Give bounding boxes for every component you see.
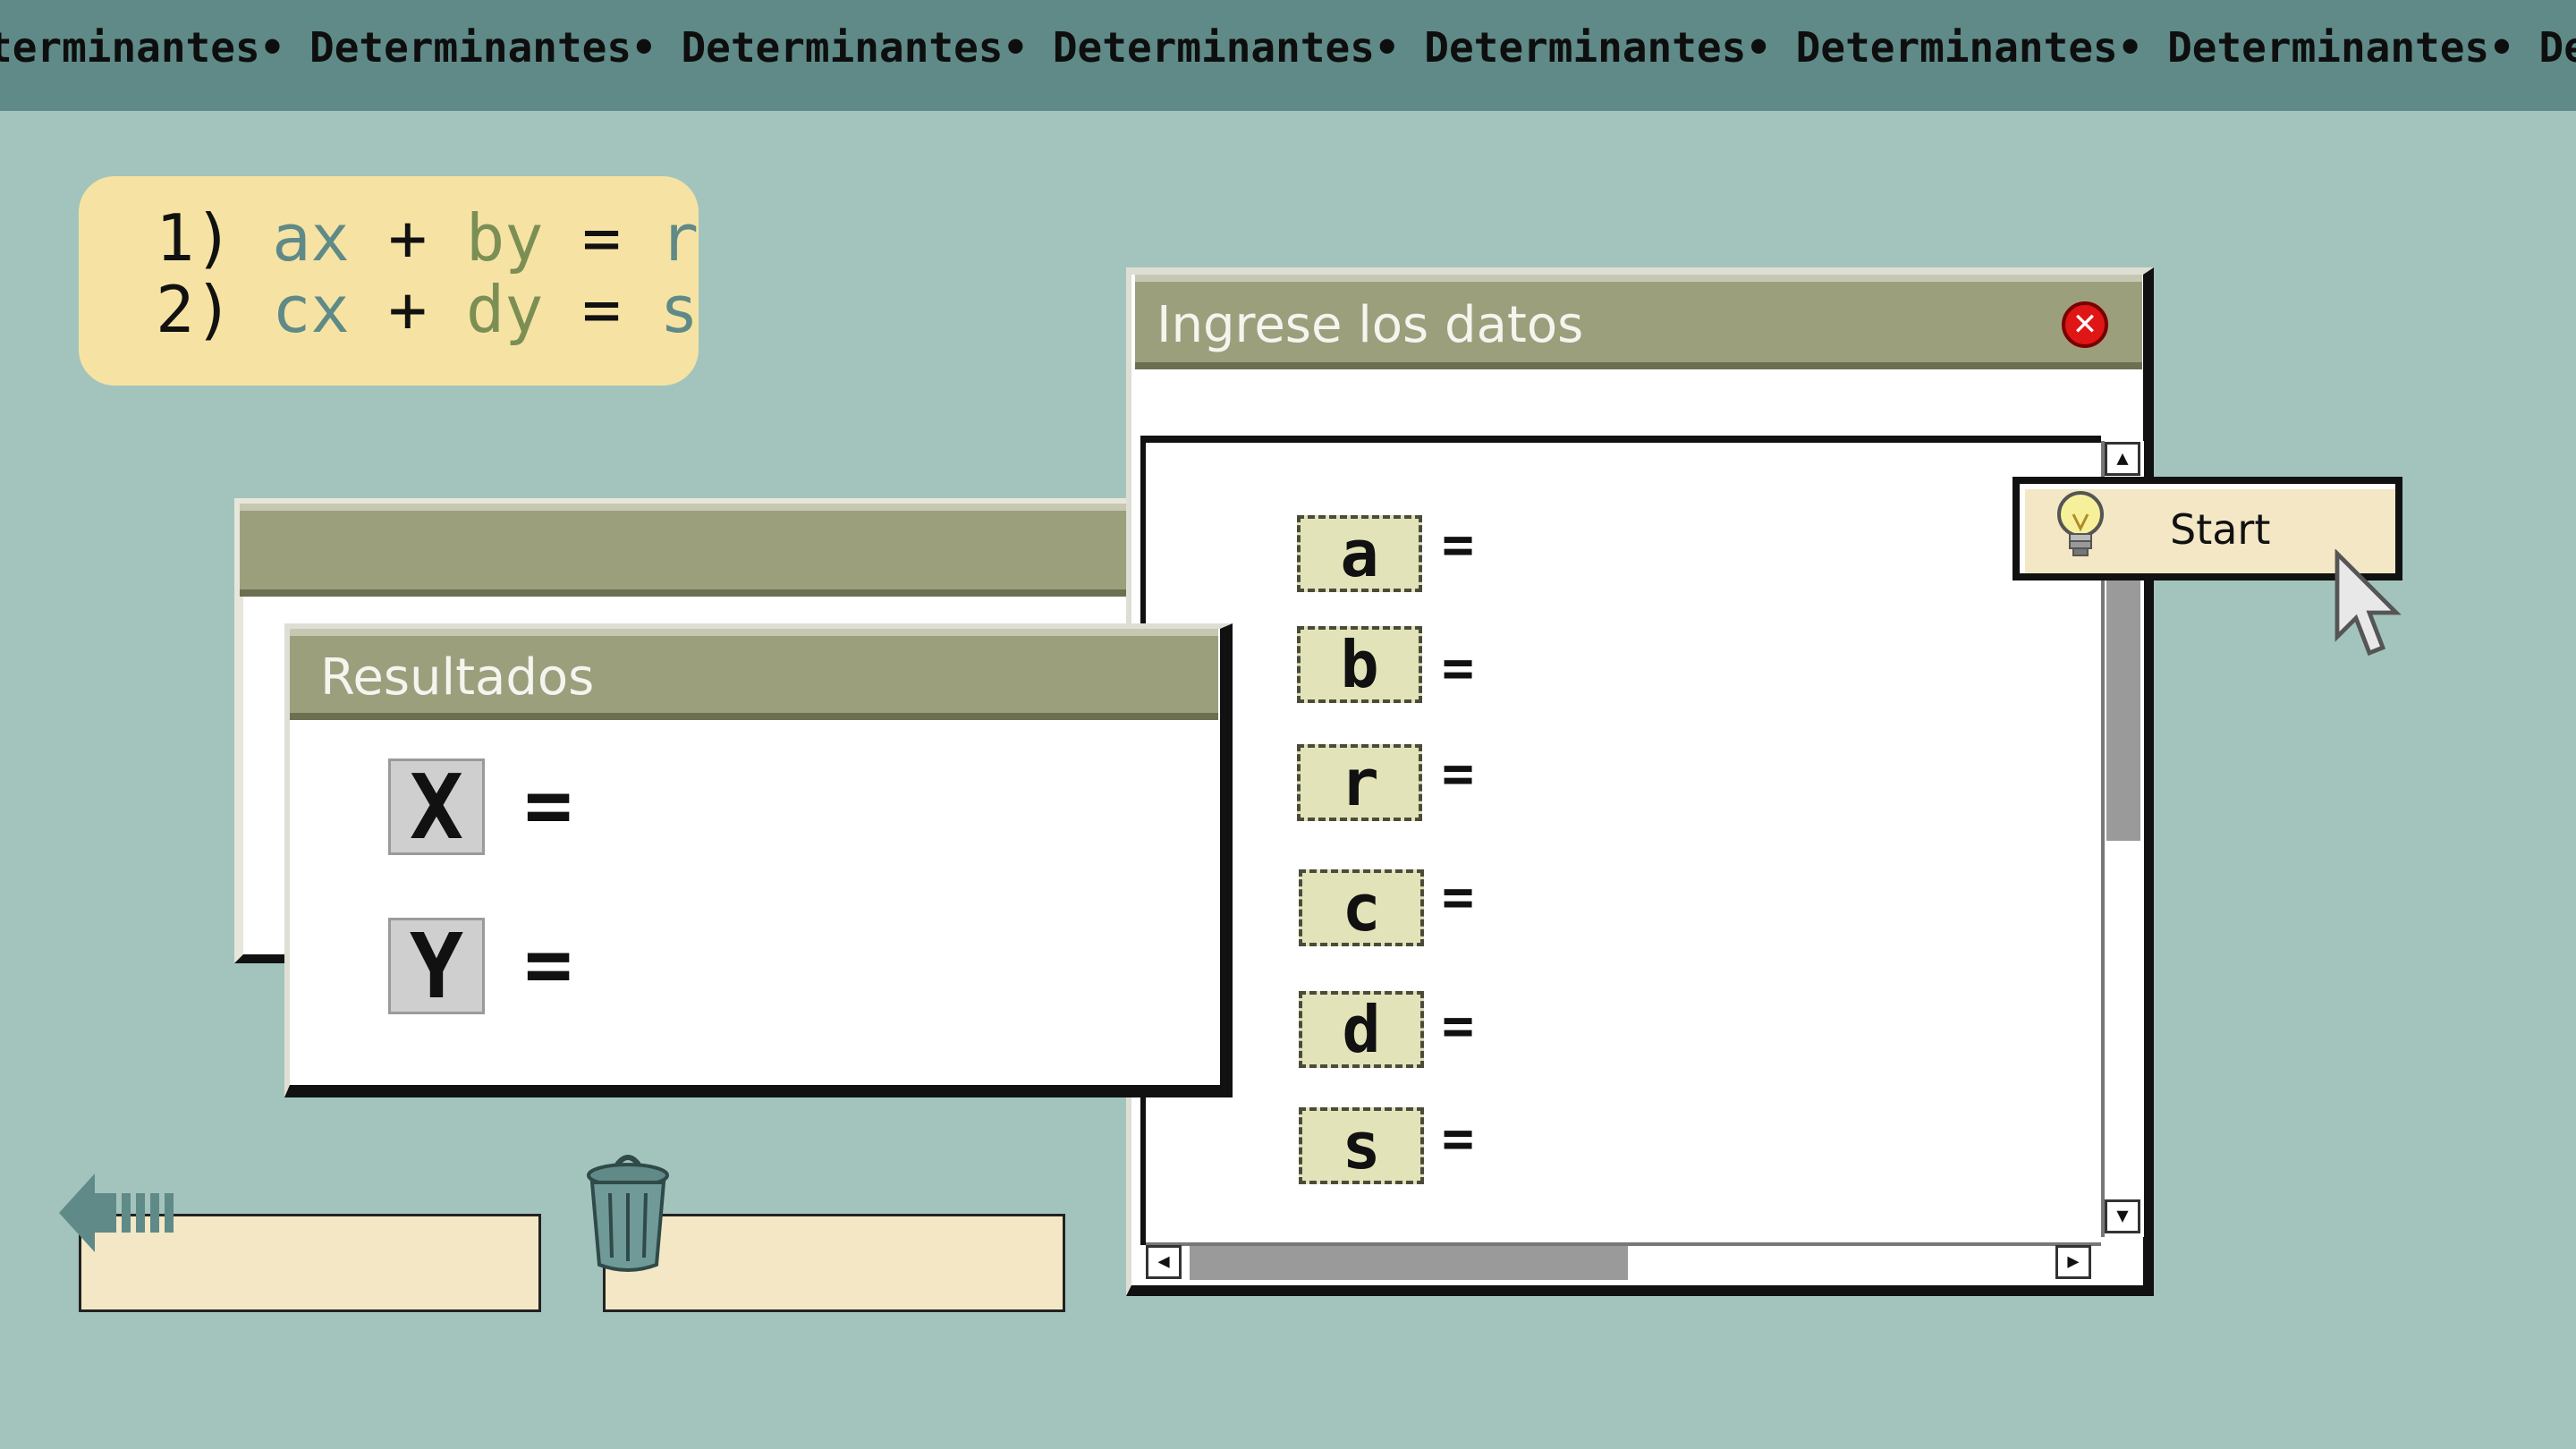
clear-button[interactable] xyxy=(603,1214,1065,1312)
field-label-s: s xyxy=(1299,1107,1424,1184)
input-b[interactable] xyxy=(1503,626,2039,703)
field-equals-s: = xyxy=(1442,1107,1475,1170)
scroll-right-icon[interactable]: ▶ xyxy=(2055,1245,2091,1279)
equation-2: 2) cx + dy = s xyxy=(156,275,699,344)
results-window-title: Resultados xyxy=(320,648,595,707)
close-icon[interactable]: ✕ xyxy=(2062,301,2108,348)
eq1-plus: + xyxy=(349,200,466,275)
input-r[interactable] xyxy=(1503,744,2039,821)
field-label-r: r xyxy=(1297,744,1422,821)
eq1-number: 1) xyxy=(156,200,233,275)
eq2-dy: dy xyxy=(465,272,544,347)
scroll-down-icon[interactable]: ▼ xyxy=(2105,1199,2140,1233)
eq2-plus: + xyxy=(349,272,466,347)
field-label-a: a xyxy=(1297,515,1422,592)
eq1-ax: ax xyxy=(272,200,350,275)
equations-card: 1) ax + by = r 2) cx + dy = s xyxy=(79,176,699,386)
background-window-titlebar[interactable] xyxy=(240,504,1174,597)
input-s[interactable] xyxy=(1503,1107,2039,1184)
field-equals-r: = xyxy=(1442,742,1475,805)
field-label-c: c xyxy=(1299,869,1424,946)
back-arrow-icon xyxy=(59,1174,174,1252)
eq2-cx: cx xyxy=(272,272,350,347)
horizontal-scroll-thumb[interactable] xyxy=(1190,1246,1628,1280)
input-d[interactable] xyxy=(1503,991,2039,1068)
marquee-banner: terminantes• Determinantes• Determinante… xyxy=(0,0,2576,111)
marquee-text: terminantes• Determinantes• Determinante… xyxy=(0,23,2576,72)
data-window-title: Ingrese los datos xyxy=(1157,296,1584,354)
eq1-by: by xyxy=(465,200,544,275)
field-equals-c: = xyxy=(1442,866,1475,928)
start-button-label: Start xyxy=(2170,505,2271,554)
results-window-titlebar[interactable]: Resultados xyxy=(290,629,1218,720)
field-label-d: d xyxy=(1299,991,1424,1068)
result-label-y: Y xyxy=(388,918,485,1014)
field-equals-d: = xyxy=(1442,995,1475,1057)
scroll-up-icon[interactable]: ▲ xyxy=(2105,442,2140,476)
result-equals-x: = xyxy=(524,758,573,852)
result-equals-y: = xyxy=(524,918,573,1012)
eq2-equals: = xyxy=(543,272,660,347)
field-equals-b: = xyxy=(1442,637,1475,699)
field-equals-a: = xyxy=(1442,513,1475,576)
input-a[interactable] xyxy=(1503,515,2039,592)
eq1-equals: = xyxy=(543,200,660,275)
scroll-left-icon[interactable]: ◀ xyxy=(1146,1245,1182,1279)
result-label-x: X xyxy=(388,758,485,855)
trash-icon xyxy=(587,1155,669,1272)
eq2-s: s xyxy=(659,272,699,347)
equation-1: 1) ax + by = r xyxy=(156,203,699,273)
eq1-r: r xyxy=(659,200,699,275)
lightbulb-icon xyxy=(2057,491,2104,556)
input-c[interactable] xyxy=(1503,869,2039,946)
eq2-number: 2) xyxy=(156,272,233,347)
field-label-b: b xyxy=(1297,626,1422,703)
data-window-titlebar[interactable]: Ingrese los datos xyxy=(1135,275,2142,369)
mouse-cursor-icon xyxy=(2334,549,2402,657)
